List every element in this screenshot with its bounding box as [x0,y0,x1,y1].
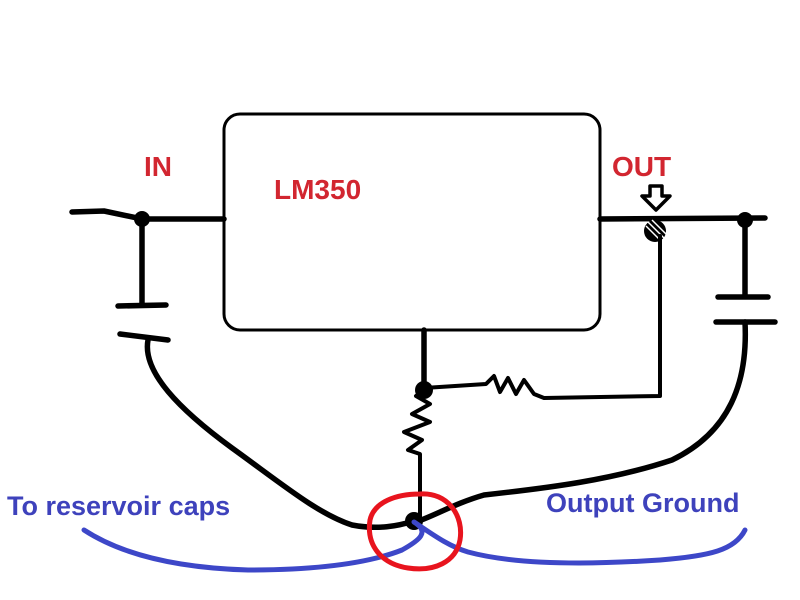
input-wire [69,208,227,222]
adj-resistor-bottom [402,388,432,524]
ground-node-highlight-circle [366,491,464,572]
in-label: IN [144,151,172,182]
reservoir-caps-note: To reservoir caps [7,491,230,521]
out-label: OUT [612,151,671,182]
adj-resistor-top [422,234,662,400]
input-cap-plate-top [115,302,169,309]
ground-annotation-curve [81,519,748,573]
output-ground-wire [413,319,749,525]
lm350-chip-body [222,112,602,332]
input-ground-wire [144,337,417,530]
output-sense-pointer-icon [640,184,672,212]
input-cap-plate-bottom [117,331,171,343]
chip-label: LM350 [274,174,361,205]
output-ground-note: Output Ground [546,488,739,518]
